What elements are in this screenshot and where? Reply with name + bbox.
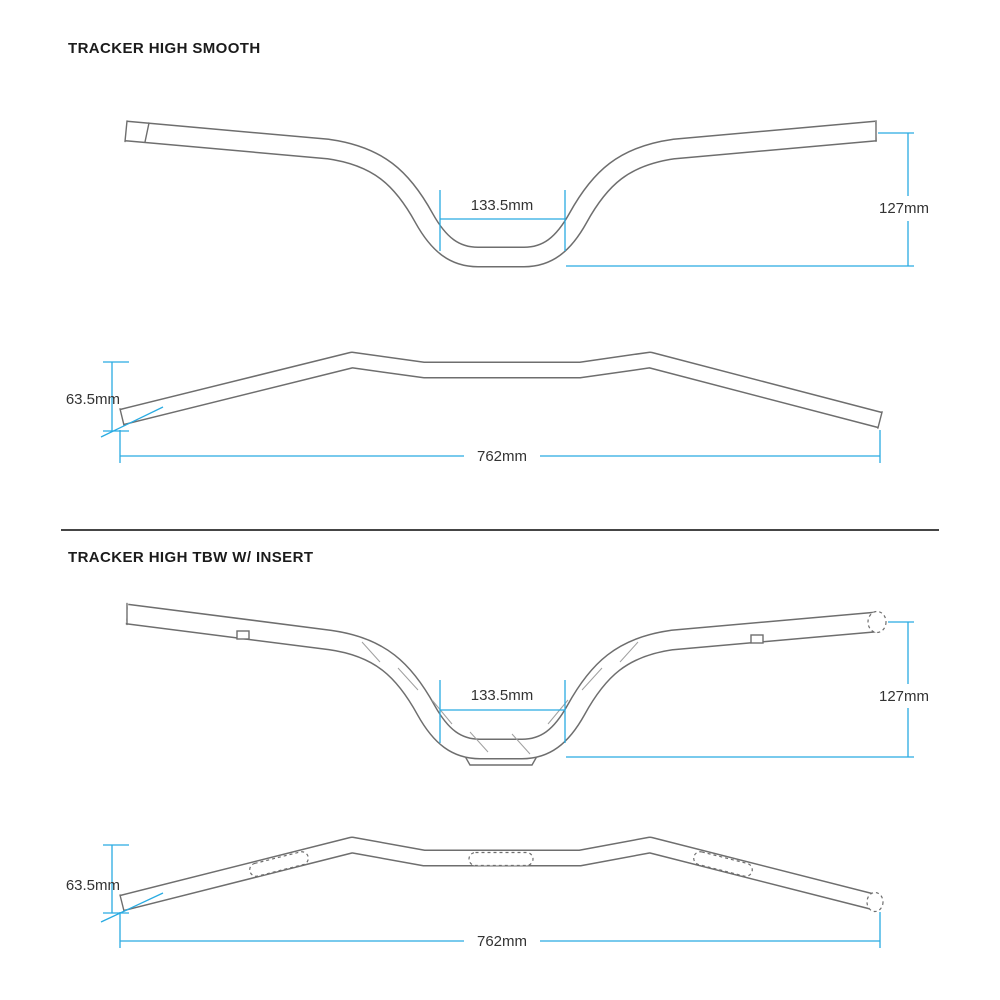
bar-end-insert-dashed <box>866 891 884 913</box>
wire-insert-slot <box>693 851 753 877</box>
dim-label-pullback: 63.5mm <box>66 877 120 894</box>
bar-end-cap <box>119 408 125 426</box>
dim-rise-smooth: 127mm <box>566 132 929 267</box>
bar-end-cap <box>119 894 125 912</box>
dim-label-rise: 127mm <box>879 200 929 217</box>
bar-end-insert-dashed <box>867 610 887 634</box>
dim-center-width-tbw: 133.5mm <box>439 680 566 743</box>
dim-label-rise: 127mm <box>879 688 929 705</box>
tbw-top-view: 63.5mm 762mm <box>66 836 884 950</box>
section-divider <box>61 529 939 531</box>
grip-mark <box>144 122 150 143</box>
center-notch <box>465 757 537 766</box>
leader-line <box>100 406 164 438</box>
bar-end-cap <box>877 411 883 429</box>
leader-line <box>100 892 164 923</box>
wire-insert-slot <box>468 851 534 867</box>
dim-overall-width-smooth: 762mm <box>119 430 881 465</box>
smooth-front-view: 133.5mm 127mm <box>124 120 929 268</box>
dim-label-overall-width: 762mm <box>477 933 527 950</box>
grip-notch <box>236 630 250 640</box>
handlebar-front-fill <box>125 605 877 758</box>
dim-label-center-width: 133.5mm <box>471 687 534 704</box>
section-title-smooth: TRACKER HIGH SMOOTH <box>68 40 261 57</box>
section-title-tbw-insert: TRACKER HIGH TBW W/ INSERT <box>68 549 314 566</box>
dim-rise-tbw: 127mm <box>566 621 929 758</box>
dim-label-center-width: 133.5mm <box>471 197 534 214</box>
dim-label-pullback: 63.5mm <box>66 391 120 408</box>
bar-end-cap <box>124 120 128 143</box>
handlebar-top-fill <box>120 353 882 427</box>
dim-pullback-tbw: 63.5mm <box>66 844 164 923</box>
dim-pullback-smooth: 63.5mm <box>66 361 164 438</box>
handlebar-front-fill <box>125 122 877 266</box>
dim-label-overall-width: 762mm <box>477 448 527 465</box>
grip-notch <box>750 634 764 644</box>
smooth-top-view: 63.5mm 762mm <box>66 351 883 465</box>
tbw-front-view: 133.5mm 127mm <box>125 602 929 766</box>
knurl-hatch <box>361 641 639 755</box>
dim-overall-width-tbw: 762mm <box>119 912 881 950</box>
wire-insert-slot <box>249 851 309 877</box>
dim-center-width-smooth: 133.5mm <box>439 190 566 251</box>
